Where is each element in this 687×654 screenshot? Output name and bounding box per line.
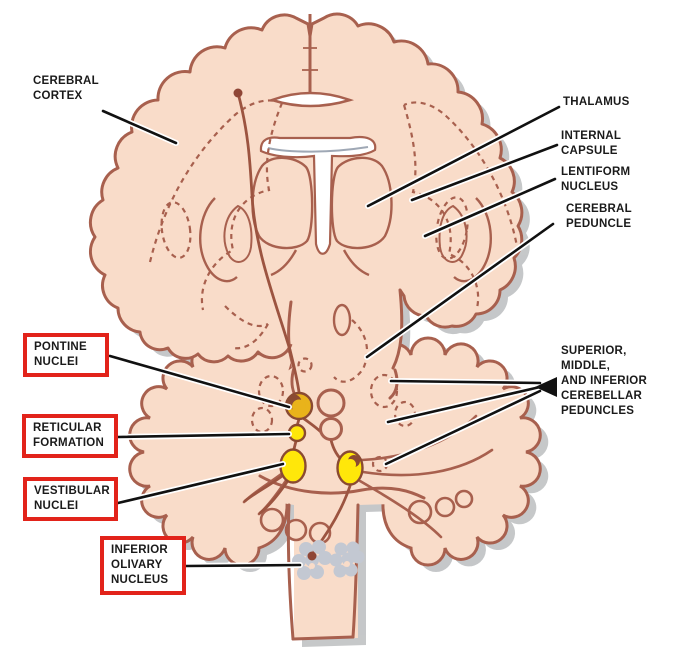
ventricles — [259, 135, 377, 255]
cortex-origin-dot — [233, 88, 243, 98]
label-inferior-olivary-nucleus: INFERIOR OLIVARY NUCLEUS — [100, 536, 186, 595]
peduncles-arrow — [535, 377, 557, 397]
cerebrum-fill — [90, 14, 522, 368]
midline-pons-circles — [316, 388, 346, 441]
label-reticular-formation: RETICULAR FORMATION — [22, 414, 118, 458]
cerebrum-outline — [88, 12, 524, 364]
label-lentiform-nucleus: LENTIFORM NUCLEUS — [561, 166, 631, 193]
label-internal-capsule: INTERNAL CAPSULE — [561, 130, 622, 157]
label-cerebral-peduncle: CEREBRAL PEDUNCLE — [566, 203, 632, 230]
midline-structures — [268, 14, 355, 108]
cerebellar-tonsils — [259, 489, 474, 545]
label-cerebellar-peduncles: SUPERIOR, MIDDLE, AND INFERIOR CEREBELLA… — [561, 345, 648, 417]
leader-lines — [100, 104, 562, 569]
vestibular-nucleus-right-shape — [336, 450, 364, 486]
label-cerebral-cortex: CEREBRAL CORTEX — [33, 75, 99, 102]
label-thalamus: THALAMUS — [563, 96, 630, 108]
olive-terminal-dot — [307, 551, 317, 561]
label-vestibular-nuclei: VESTIBULAR NUCLEI — [23, 477, 118, 521]
label-pontine-nuclei: PONTINE NUCLEI — [23, 333, 109, 377]
